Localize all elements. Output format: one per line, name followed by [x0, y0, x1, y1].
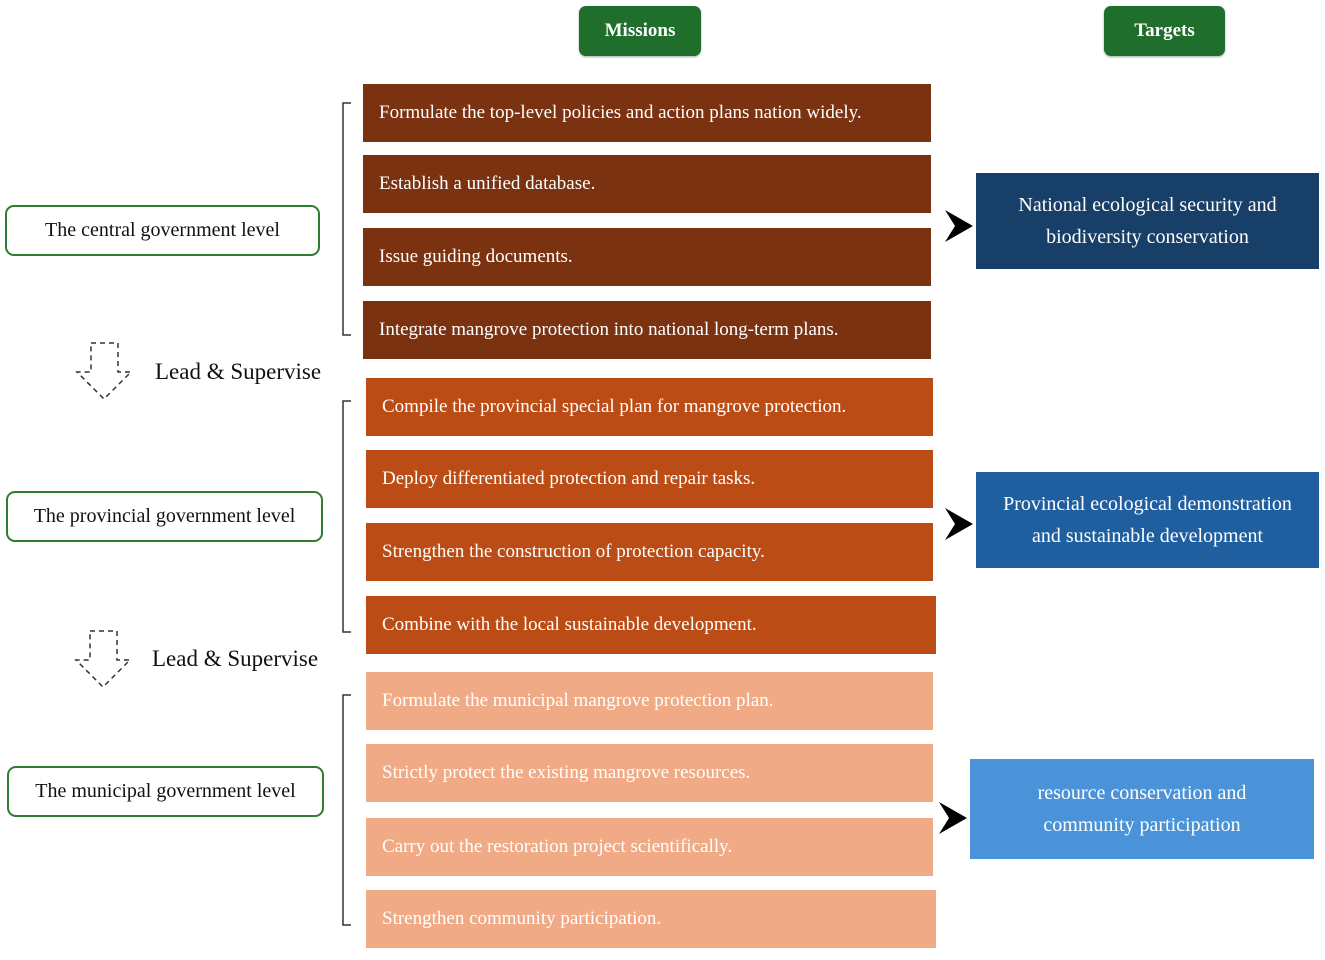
municipal-mission-4: Strengthen community participation. — [366, 890, 936, 948]
central-mission-4: Integrate mangrove protection into natio… — [363, 301, 931, 359]
lead-supervise-label-1: Lead & Supervise — [155, 359, 322, 384]
central-mission-1: Formulate the top-level policies and act… — [363, 84, 931, 142]
targets-header: Targets — [1104, 6, 1225, 56]
provincial-mission-3: Strengthen the construction of protectio… — [366, 523, 933, 581]
dashed-down-arrow-icon-1 — [75, 342, 133, 401]
dashed-down-arrow-icon-2 — [74, 630, 132, 689]
central-target-box: National ecological security and biodive… — [976, 173, 1319, 269]
missions-header: Missions — [579, 6, 701, 56]
municipal-bracket — [342, 694, 351, 926]
central-mission-2: Establish a unified database. — [363, 155, 931, 213]
provincial-mission-2: Deploy differentiated protection and rep… — [366, 450, 933, 508]
provincial-level-box: The provincial government level — [6, 491, 323, 542]
municipal-mission-3: Carry out the restoration project scient… — [366, 818, 933, 876]
municipal-mission-1: Formulate the municipal mangrove protect… — [366, 672, 933, 730]
lead-supervise-label-2: Lead & Supervise — [152, 646, 319, 671]
provincial-mission-4: Combine with the local sustainable devel… — [366, 596, 936, 654]
provincial-target-box: Provincial ecological demonstration and … — [976, 472, 1319, 568]
municipal-target-box: resource conservation and community part… — [970, 759, 1314, 859]
target-arrow-icon-1 — [945, 210, 973, 242]
central-level-box: The central government level — [5, 205, 320, 256]
municipal-mission-2: Strictly protect the existing mangrove r… — [366, 744, 933, 802]
provincial-mission-1: Compile the provincial special plan for … — [366, 378, 933, 436]
municipal-level-box: The municipal government level — [7, 766, 324, 817]
central-bracket — [342, 102, 351, 336]
central-mission-3: Issue guiding documents. — [363, 228, 931, 286]
target-arrow-icon-2 — [945, 508, 973, 540]
target-arrow-icon-3 — [939, 802, 967, 834]
provincial-bracket — [342, 400, 351, 633]
